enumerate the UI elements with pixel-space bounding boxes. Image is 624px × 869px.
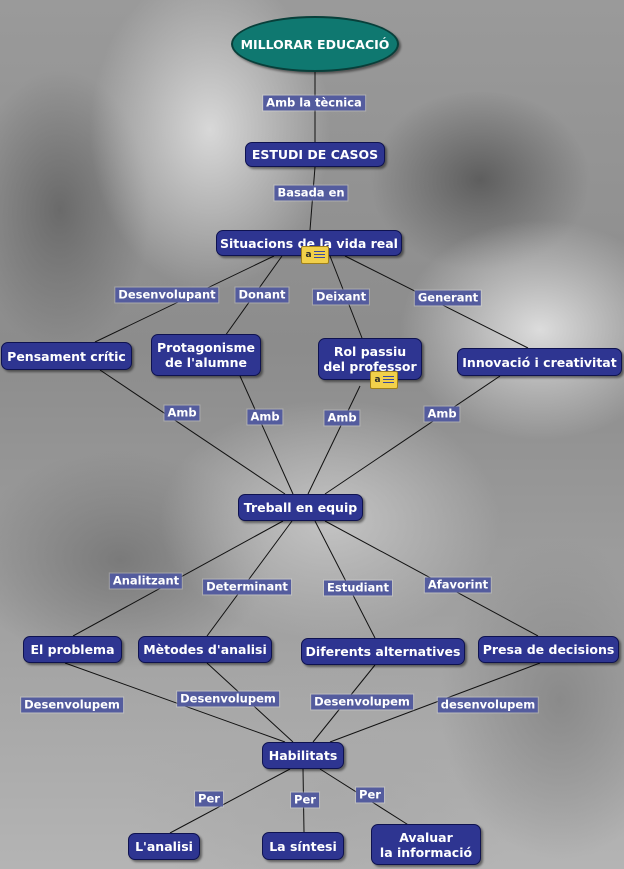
link-label-analitzant[interactable]: Analitzant (109, 573, 183, 589)
link-label-per-analisi[interactable]: Per (195, 791, 223, 807)
concept-l-analisi[interactable]: L'analisi (128, 833, 200, 860)
link-label-amb-protagonisme[interactable]: Amb (247, 409, 283, 425)
concept-metodes-analisi[interactable]: Mètodes d'analisi (138, 636, 272, 663)
concept-la-sintesi[interactable]: La síntesi (262, 832, 344, 860)
link-label-desenvolupem-metodes[interactable]: Desenvolupem (177, 691, 279, 707)
concept-millorar-educacio[interactable]: MILLORAR EDUCACIÓ (231, 16, 399, 72)
link-label-deixant[interactable]: Deixant (312, 289, 370, 305)
document-resource-icon[interactable]: a (301, 246, 329, 264)
link-label-desenvolupem-problema[interactable]: Desenvolupem (21, 697, 123, 713)
concept-avaluar-informacio[interactable]: Avaluar la informació (371, 824, 481, 865)
concept-pensament-critic[interactable]: Pensament crític (1, 342, 132, 370)
link-label-basada-en[interactable]: Basada en (274, 185, 348, 201)
link-label-amb-pensament[interactable]: Amb (164, 405, 200, 421)
document-lines (313, 250, 325, 260)
concept-protagonisme-alumne[interactable]: Protagonisme de l'alumne (151, 334, 261, 376)
link-label-donant[interactable]: Donant (235, 287, 289, 303)
link-label-estudiant[interactable]: Estudiant (323, 580, 393, 596)
link-label-amb-innovacio[interactable]: Amb (424, 406, 460, 422)
concept-presa-de-decisions[interactable]: Presa de decisions (478, 636, 619, 663)
document-resource-icon[interactable]: a (370, 371, 398, 389)
concept-habilitats[interactable]: Habilitats (262, 742, 344, 769)
concept-estudi-de-casos[interactable]: ESTUDI DE CASOS (245, 142, 385, 167)
concept-treball-en-equip[interactable]: Treball en equip (238, 494, 363, 521)
link-label-amb-la-tecnica[interactable]: Amb la tècnica (263, 95, 365, 111)
link-label-per-avaluar[interactable]: Per (356, 787, 384, 803)
link-label-generant[interactable]: Generant (414, 290, 482, 306)
concept-el-problema[interactable]: El problema (23, 636, 122, 663)
document-glyph: a (305, 250, 312, 260)
document-lines (382, 375, 394, 385)
document-glyph: a (374, 375, 381, 385)
link-label-desenvolupem-alternatives[interactable]: Desenvolupem (311, 694, 413, 710)
concept-diferents-alternatives[interactable]: Diferents alternatives (301, 638, 465, 665)
link-label-amb-rol[interactable]: Amb (324, 410, 360, 426)
link-label-per-sintesi[interactable]: Per (291, 792, 319, 808)
link-label-desenvolupant[interactable]: Desenvolupant (115, 287, 219, 303)
link-label-determinant[interactable]: Determinant (203, 579, 291, 595)
link-label-desenvolupem-presa[interactable]: desenvolupem (437, 697, 539, 713)
concept-innovacio-creativitat[interactable]: Innovació i creativitat (457, 348, 622, 376)
link-label-afavorint[interactable]: Afavorint (424, 577, 492, 593)
